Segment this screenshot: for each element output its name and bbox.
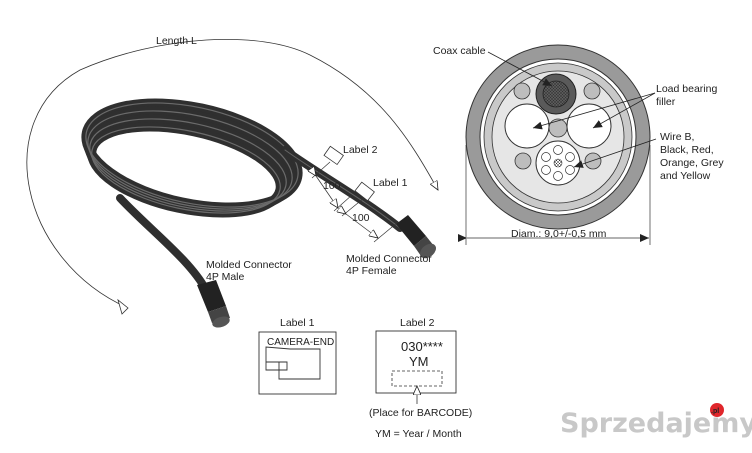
ym-legend: YM = Year / Month [375, 428, 462, 440]
watermark-suffix: .pl [711, 408, 719, 415]
load-bearing-filler-left [504, 103, 550, 149]
barcode-note: (Place for BARCODE) [369, 407, 472, 419]
label1-box-text: CAMERA-END [267, 337, 334, 348]
cable-coil [81, 98, 404, 294]
length-dimension-arrow-start [117, 298, 129, 315]
label2-code: 030**** [401, 339, 443, 354]
dim-label2-value: 100 [323, 180, 341, 192]
filler-label: Load bearing filler [656, 83, 720, 108]
dim-label1-value: 100 [352, 212, 370, 224]
male-connector [197, 280, 230, 328]
cable-drawing: Length L [26, 35, 439, 328]
load-bearing-filler-right [566, 103, 612, 149]
coax-cable [535, 73, 577, 115]
label2-sleeve [323, 145, 344, 166]
camera-end-symbol [265, 346, 321, 380]
label1-sleeve [354, 181, 375, 202]
male-connector-label: Molded Connector 4P Male [206, 259, 295, 283]
female-connector [396, 215, 436, 259]
length-dimension-arc [26, 39, 438, 309]
label2-box-title: Label 2 [400, 317, 435, 329]
watermark: Sprzedajemy .pl [560, 403, 752, 439]
dim-label1 [342, 197, 399, 243]
label1-tag: Label 1 [373, 177, 408, 189]
label1-box-title: Label 1 [280, 317, 315, 329]
wire-label: Wire B, Black, Red, Orange, Grey and Yel… [660, 131, 727, 182]
label2-ym: YM [409, 354, 429, 369]
label1-box: Label 1 CAMERA-END [258, 317, 337, 395]
coax-label: Coax cable [433, 45, 486, 57]
diameter-label: Diam.: 9,0+/-0,5 mm [511, 228, 607, 240]
cross-section: Coax cable Load bearing filler Wire B, B… [433, 44, 727, 245]
length-label: Length L [156, 35, 197, 47]
label2-tag: Label 2 [343, 144, 378, 156]
female-connector-label: Molded Connector 4P Female [346, 253, 435, 277]
watermark-badge [710, 403, 724, 417]
wire-bundle [535, 140, 581, 186]
label2-box: Label 2 030**** YM (Place for BARCODE) Y… [369, 317, 472, 440]
